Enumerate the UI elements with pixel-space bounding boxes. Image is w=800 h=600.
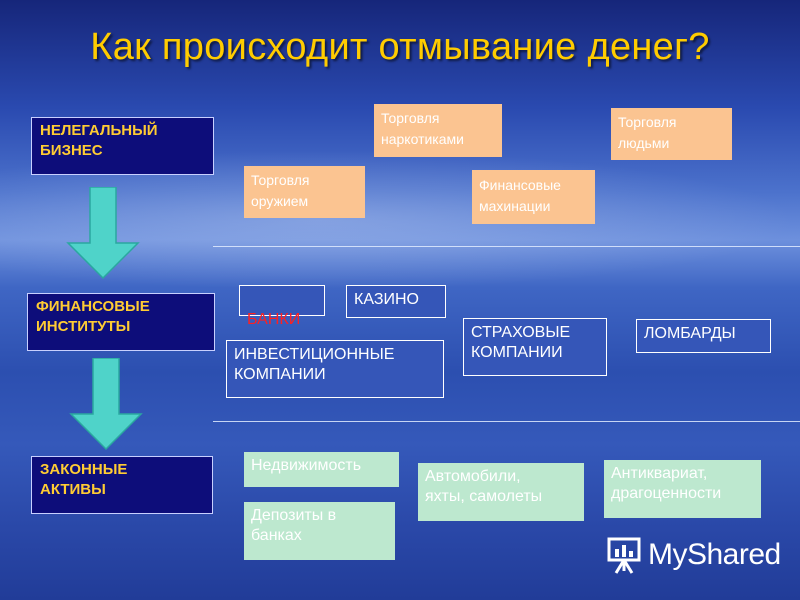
activity-drug-trade: Торговля наркотиками xyxy=(374,104,502,157)
institution-insurance-companies: СТРАХОВЫЕ КОМПАНИИ xyxy=(463,318,607,376)
category-legal-assets: ЗАКОННЫЕ АКТИВЫ xyxy=(31,456,213,514)
arrow-down-icon xyxy=(69,358,143,451)
institution-investment-companies: ИНВЕСТИЦИОННЫЕ КОМПАНИИ xyxy=(226,340,444,398)
arrow-down-icon xyxy=(66,187,140,280)
asset-real-estate: Недвижимость xyxy=(244,452,399,487)
category-illegal-business: НЕЛЕГАЛЬНЫЙ БИЗНЕС xyxy=(31,117,214,175)
asset-antiques-jewelry: Антиквариат, драгоценности xyxy=(604,460,761,518)
activity-financial-fraud: Финансовые махинации xyxy=(472,170,595,224)
asset-bank-deposits: Депозиты в банках xyxy=(244,502,395,560)
institution-banks-label: БАНКИ xyxy=(247,311,301,328)
institution-pawnshops: ЛОМБАРДЫ xyxy=(636,319,771,353)
activity-human-trafficking: Торговля людьми xyxy=(611,108,732,160)
asset-vehicles: Автомобили, яхты, самолеты xyxy=(418,463,584,521)
institution-casino: КАЗИНО xyxy=(346,285,446,318)
divider-lower xyxy=(213,421,800,422)
presentation-board-icon xyxy=(607,537,641,574)
institution-banks: БАНКИ xyxy=(239,285,325,328)
watermark-text: MyShared xyxy=(648,538,781,571)
watermark-logo: MyShared xyxy=(606,532,786,578)
slide-title: Как происходит отмывание денег? xyxy=(90,26,710,68)
activity-weapons-trade: Торговля оружием xyxy=(244,166,365,218)
category-financial-institutions: ФИНАНСОВЫЕ ИНСТИТУТЫ xyxy=(27,293,215,351)
divider-upper xyxy=(213,246,800,247)
